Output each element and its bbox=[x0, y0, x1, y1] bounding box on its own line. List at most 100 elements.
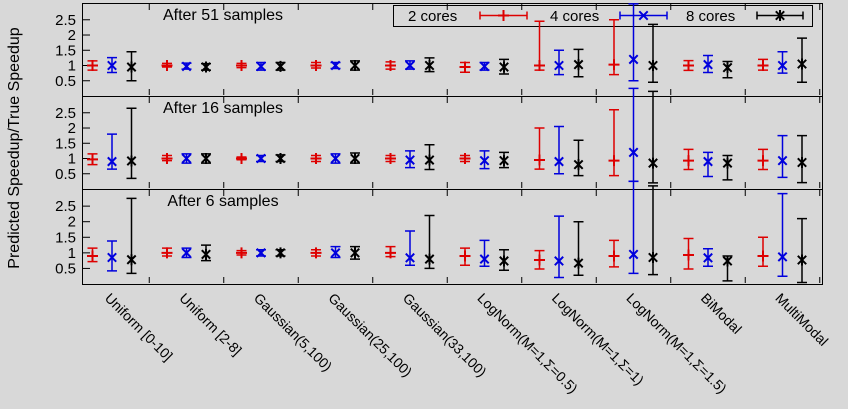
legend-label: 2 cores bbox=[408, 8, 457, 25]
y-tick-label: 2.5 bbox=[55, 198, 76, 215]
errorbar-point bbox=[201, 61, 211, 73]
errorbar-point bbox=[330, 153, 341, 164]
errorbar-point bbox=[797, 37, 807, 84]
plus-marker-icon bbox=[385, 60, 396, 72]
errorbar-point bbox=[275, 153, 286, 165]
plus-marker-icon bbox=[498, 10, 509, 21]
star-marker-icon bbox=[424, 154, 435, 166]
errorbar-point bbox=[554, 215, 564, 279]
errorbar-point bbox=[703, 54, 713, 74]
errorbar-point bbox=[385, 60, 396, 72]
error-bar bbox=[628, 87, 639, 183]
errorbar-point bbox=[479, 150, 490, 170]
star-marker-icon bbox=[722, 62, 733, 74]
x-marker-icon bbox=[330, 247, 341, 258]
plus-marker-icon bbox=[87, 153, 98, 165]
y-tick-label: 1 bbox=[68, 58, 76, 75]
x-marker-icon bbox=[405, 252, 415, 263]
plus-marker-icon bbox=[310, 247, 322, 259]
errorbar-point bbox=[608, 239, 620, 268]
plus-marker-icon bbox=[683, 249, 694, 261]
errorbar-point bbox=[181, 247, 192, 259]
errorbar-point bbox=[459, 61, 471, 73]
errorbar-point bbox=[573, 139, 584, 177]
plus-marker-icon bbox=[236, 60, 247, 72]
plus-marker-icon bbox=[459, 250, 471, 262]
plus-marker-icon bbox=[757, 155, 769, 167]
x-marker-icon bbox=[554, 256, 564, 266]
y-tick-label: 1.5 bbox=[55, 42, 76, 59]
star-marker-icon bbox=[797, 58, 807, 70]
errorbar-point bbox=[350, 245, 360, 260]
errorbar-point bbox=[797, 134, 807, 184]
y-axis-label: Predicted Speedup/True Speedup bbox=[6, 27, 23, 269]
errorbar-point bbox=[683, 148, 694, 171]
errorbar-point bbox=[310, 153, 322, 165]
error-bar bbox=[554, 125, 564, 175]
errorbar-point bbox=[777, 192, 788, 277]
errorbar-point bbox=[777, 134, 788, 179]
error-bar bbox=[107, 240, 117, 272]
y-tick-label: 1.5 bbox=[55, 229, 76, 246]
plus-marker-icon bbox=[236, 247, 247, 259]
errorbar-point bbox=[459, 153, 471, 165]
star-marker-icon bbox=[201, 153, 211, 165]
star-marker-icon bbox=[424, 60, 435, 72]
errorbar-point bbox=[107, 56, 117, 74]
plus-marker-icon bbox=[87, 250, 98, 262]
x-marker-icon bbox=[256, 247, 266, 258]
star-marker-icon bbox=[499, 155, 509, 167]
x-marker-icon bbox=[638, 10, 649, 21]
errorbar-point bbox=[534, 249, 545, 270]
panel-title: After 6 samples bbox=[167, 193, 278, 210]
x-marker-icon bbox=[777, 155, 788, 166]
errorbar-point bbox=[703, 248, 713, 267]
star-marker-icon bbox=[722, 157, 733, 169]
errorbar-point bbox=[534, 127, 545, 170]
x-category-label: BiModal bbox=[698, 290, 745, 337]
errorbar-point bbox=[777, 51, 788, 74]
error-bar bbox=[777, 192, 788, 277]
panel-title: After 16 samples bbox=[163, 100, 283, 117]
plus-marker-icon bbox=[310, 60, 322, 72]
plus-marker-icon bbox=[161, 247, 173, 259]
errorbar-point bbox=[648, 185, 658, 276]
star-marker-icon bbox=[350, 153, 360, 165]
star-marker-icon bbox=[573, 159, 584, 171]
errorbar-point bbox=[201, 244, 211, 262]
errorbar-point bbox=[236, 60, 247, 72]
series-8-cores bbox=[126, 23, 807, 84]
x-marker-icon bbox=[479, 155, 490, 166]
x-marker-icon bbox=[628, 147, 639, 158]
x-category-label: Uniform [2-8] bbox=[176, 290, 245, 359]
errorbar-point bbox=[181, 153, 192, 164]
plus-marker-icon bbox=[608, 59, 620, 71]
x-marker-icon bbox=[256, 61, 266, 72]
x-marker-icon bbox=[554, 60, 564, 71]
errorbar-point bbox=[87, 153, 98, 166]
x-marker-icon bbox=[107, 60, 117, 71]
errorbar-point bbox=[126, 51, 137, 82]
errorbar-point bbox=[722, 255, 733, 282]
star-marker-icon bbox=[350, 60, 360, 72]
errorbar-point bbox=[608, 108, 620, 177]
series-8-cores bbox=[126, 90, 807, 184]
plus-marker-icon bbox=[608, 250, 620, 262]
star-marker-icon bbox=[573, 59, 584, 71]
errorbar-point bbox=[405, 60, 415, 71]
errorbar-point bbox=[722, 154, 733, 181]
errorbar-point bbox=[385, 245, 396, 259]
star-marker-icon bbox=[350, 247, 360, 259]
star-marker-icon bbox=[499, 255, 509, 267]
errorbar-point bbox=[554, 49, 564, 76]
x-marker-icon bbox=[330, 153, 341, 164]
errorbar-point bbox=[126, 197, 137, 275]
star-marker-icon bbox=[424, 253, 435, 265]
errorbar-point bbox=[554, 125, 564, 175]
x-marker-icon bbox=[777, 60, 788, 71]
x-category-label: MultiModal bbox=[772, 290, 831, 349]
errorbar-point bbox=[256, 153, 266, 164]
errorbar-point bbox=[161, 153, 173, 165]
star-marker-icon bbox=[573, 257, 584, 269]
errorbar-point bbox=[330, 245, 341, 259]
